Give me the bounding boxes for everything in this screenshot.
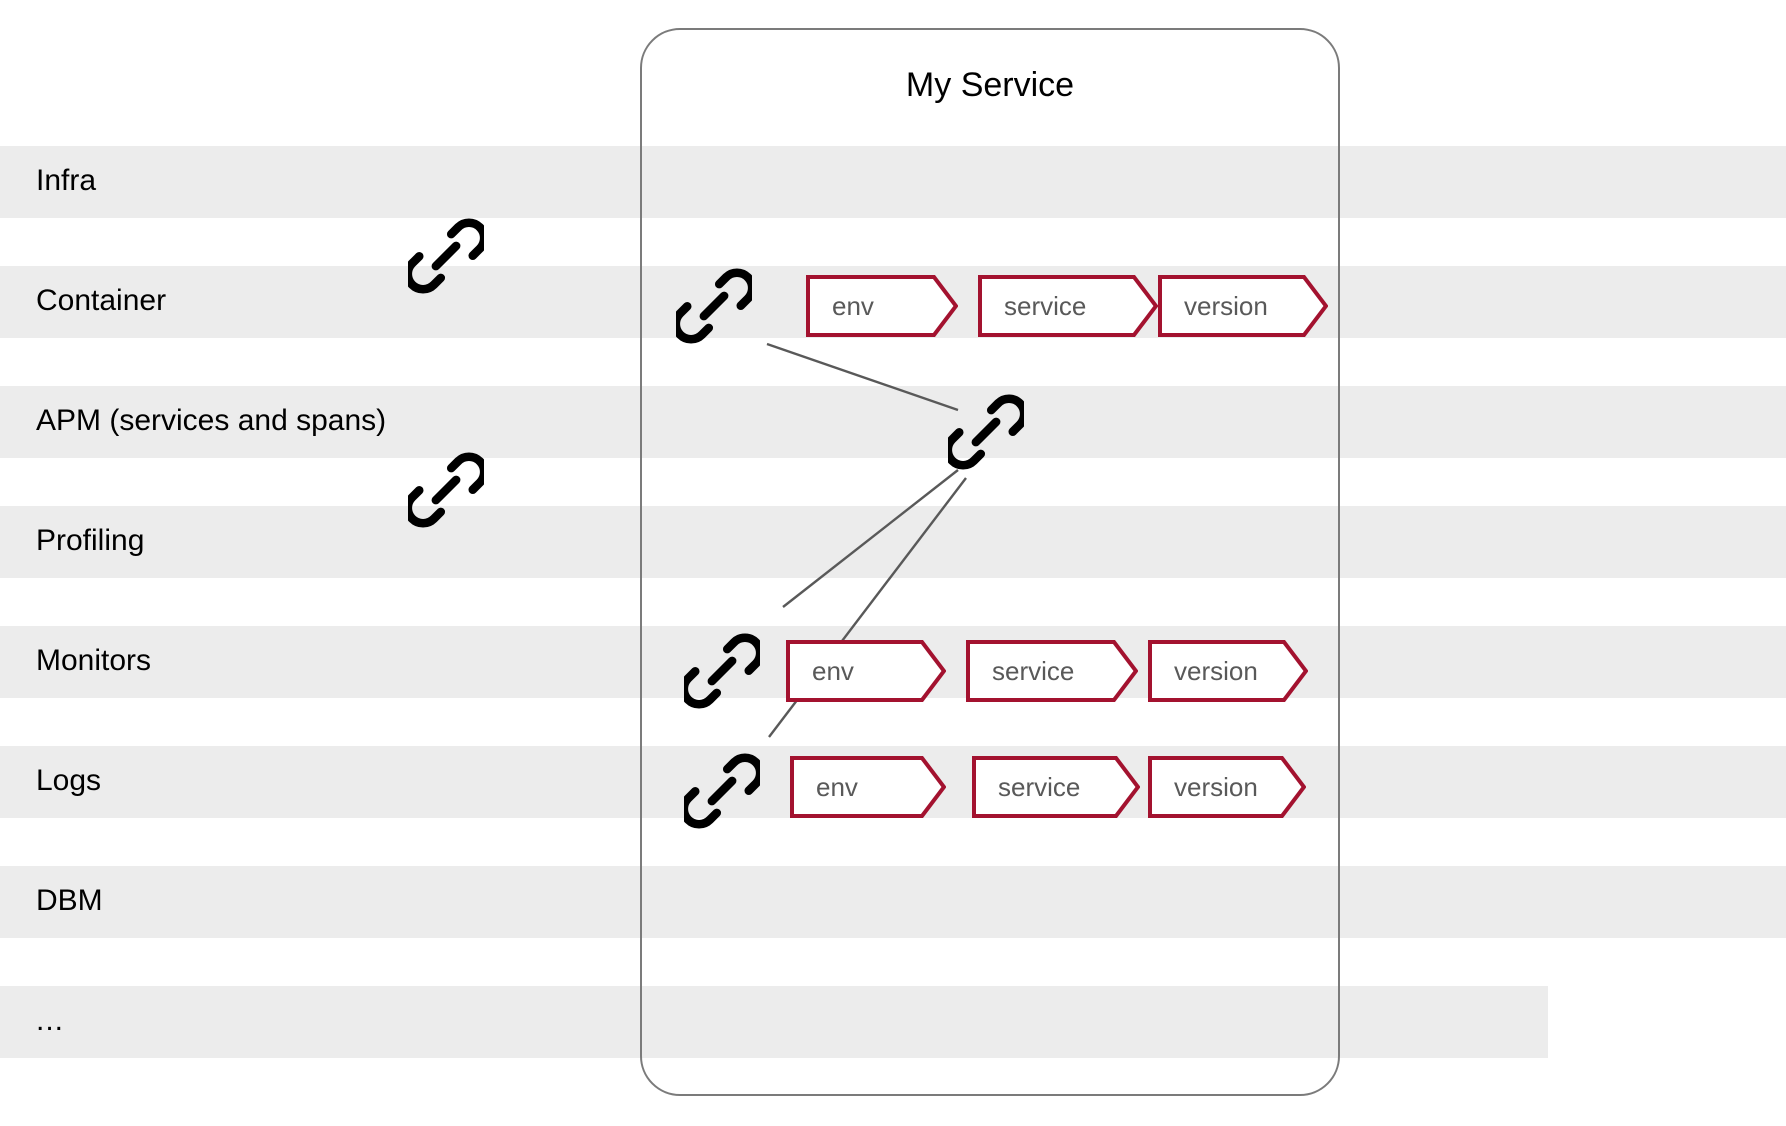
link-icon-monitors (684, 633, 760, 709)
tag-chip-label: version (1184, 290, 1268, 321)
telemetry-row-band (0, 866, 1786, 938)
service-card: My Service (640, 28, 1340, 1096)
tag-chip-label: service (992, 655, 1075, 686)
tag-chip-label: service (1004, 290, 1087, 321)
telemetry-row-label: APM (services and spans) (36, 404, 387, 437)
telemetry-row-label: Logs (36, 764, 102, 797)
telemetry-row-label: Container (36, 284, 167, 317)
telemetry-row-label: DBM (36, 884, 103, 917)
telemetry-row-label: ... (36, 1004, 65, 1037)
telemetry-row-label: Monitors (36, 644, 152, 677)
tag-chip-logs-service[interactable]: service (972, 756, 1140, 818)
tag-chip-monitors-version[interactable]: version (1148, 640, 1308, 702)
tag-chip-label: version (1174, 655, 1258, 686)
tag-chip-label: env (832, 290, 874, 321)
link-icon-apm-hub (948, 394, 1024, 470)
tag-chip-label: service (998, 771, 1081, 802)
telemetry-row-band (0, 986, 1548, 1058)
tag-chip-logs-env[interactable]: env (790, 756, 946, 818)
telemetry-row-label: Profiling (36, 524, 145, 557)
telemetry-row-label: Infra (36, 164, 97, 197)
tag-chip-label: version (1174, 771, 1258, 802)
tag-chip-container-env[interactable]: env (806, 275, 958, 337)
tag-chip-container-version[interactable]: version (1158, 275, 1328, 337)
tag-chip-label: env (816, 771, 858, 802)
link-icon-apm-profiling (408, 452, 484, 528)
link-icon-logs (684, 753, 760, 829)
tag-chip-logs-version[interactable]: version (1148, 756, 1306, 818)
link-icon-container (676, 268, 752, 344)
tag-chip-monitors-env[interactable]: env (786, 640, 946, 702)
link-icon-infra-container (408, 218, 484, 294)
tag-chip-container-service[interactable]: service (978, 275, 1158, 337)
tag-chip-monitors-service[interactable]: service (966, 640, 1138, 702)
tag-chip-label: env (812, 655, 854, 686)
telemetry-row-band (0, 146, 1786, 218)
page-title: My Service (905, 66, 1075, 104)
